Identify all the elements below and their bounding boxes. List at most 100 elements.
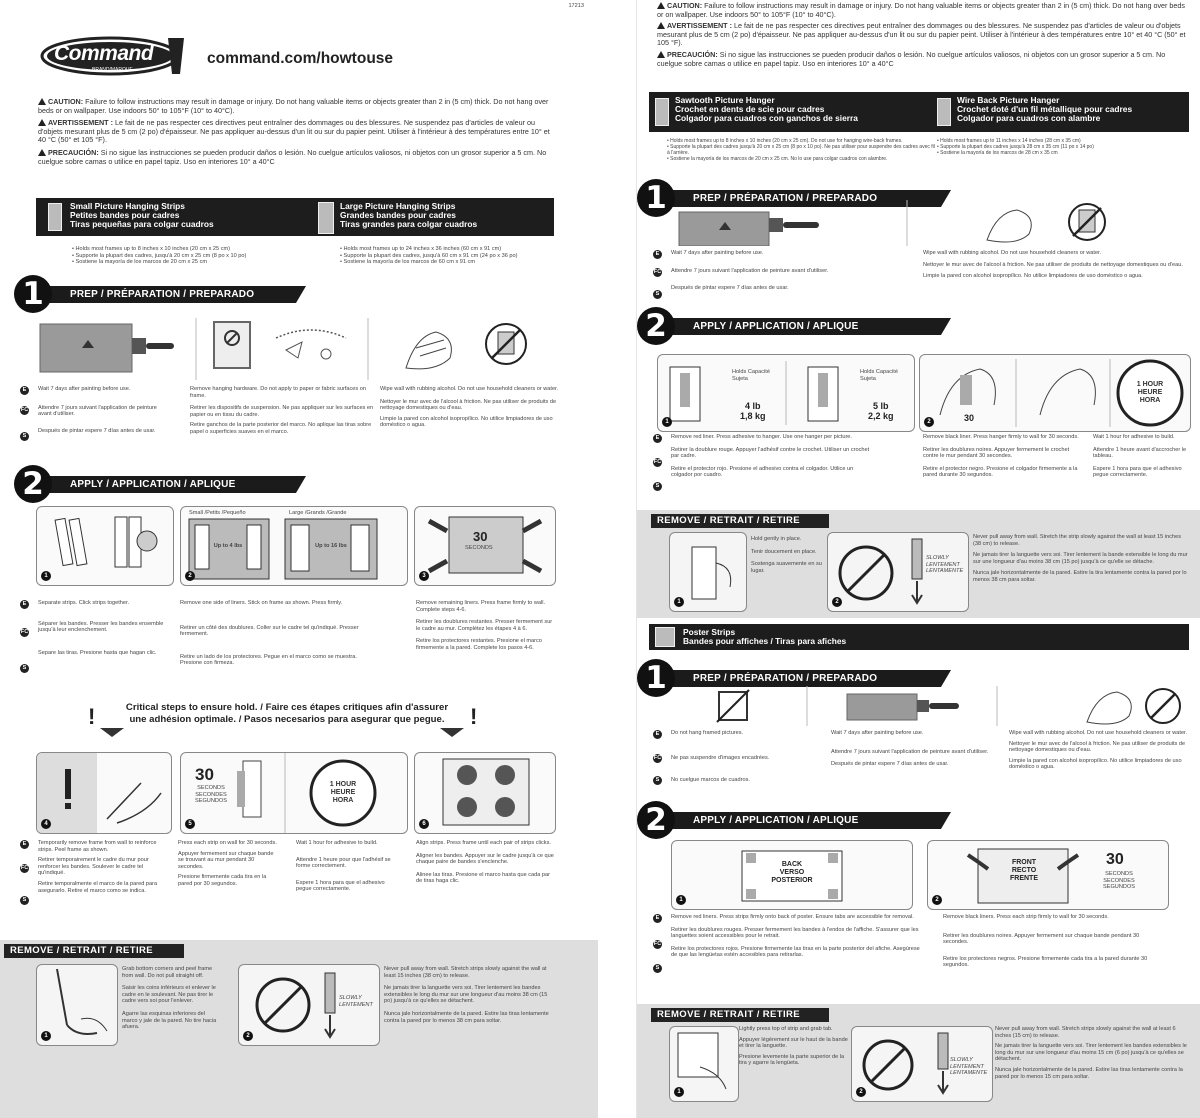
- small-strip-icon: [48, 203, 62, 231]
- p-step2-col1: Remove red liners. Press strips firmly o…: [671, 914, 920, 959]
- lang-es-badge: S: [20, 896, 29, 905]
- hold-small: Up to 4 lbs: [213, 543, 243, 549]
- product-large-notes: • Holds most frames up to 24 inches x 36…: [340, 246, 518, 266]
- r-step1-col1: Wait 7 days after painting before use.At…: [671, 250, 829, 292]
- exclaim-right-icon: !: [470, 704, 478, 729]
- panel-badge-3: 3: [419, 571, 429, 581]
- p-step1-number: 1: [637, 659, 675, 697]
- product-small-notes: • Holds most frames up to 8 inches x 10 …: [72, 246, 247, 266]
- p-slowly-label: SLOWLY LENTEMENT LENTAMENTE: [950, 1057, 988, 1077]
- wireback-icon: [937, 98, 951, 126]
- caution-fr: AVERTISSEMENT : Le fait de ne pas respec…: [657, 21, 1186, 48]
- r-remove1-badge-1: 1: [674, 597, 684, 607]
- remove-left-text-2: Never pull away from wall. Stretch strip…: [384, 966, 549, 1024]
- p-panel-badge-1: 1: [676, 895, 686, 905]
- step5-thirty: 30: [195, 765, 214, 784]
- step5b-text: Wait 1 hour for adhesive to build.Attend…: [296, 840, 391, 893]
- p-remove-panel-2: SLOWLY LENTEMENT LENTAMENTE 2: [851, 1026, 993, 1102]
- step1-col1: Wait 7 days after painting before use.At…: [38, 386, 157, 434]
- lang-fr-badge: FC: [20, 406, 29, 415]
- step2-header: APPLY / APPLICATION / APLIQUE: [28, 476, 306, 493]
- p-step1-header: PREP / PRÉPARATION / PREPARADO: [651, 670, 951, 687]
- p-step2-header: APPLY / APPLICATION / APLIQUE: [651, 812, 951, 829]
- exclaim-left-icon: !: [88, 704, 96, 729]
- p-thirty-sub: SECONDS SECONDES SEGUNDOS: [1102, 871, 1135, 891]
- lang-es-badge: S: [653, 290, 662, 299]
- r-step2-header: APPLY / APPLICATION / APLIQUE: [651, 318, 951, 335]
- step2-col1: Separate strips. Click strips together.S…: [38, 600, 164, 656]
- lang-fr-badge: FC: [653, 268, 662, 277]
- step2-panel-1: 1: [36, 506, 174, 586]
- step1-illustrations: [36, 318, 556, 380]
- r-step2-col2: Remove black liner. Press hanger firmly …: [923, 434, 1079, 479]
- r-panel-badge-2: 2: [924, 417, 934, 427]
- lang-fr-badge: FC: [20, 864, 29, 873]
- step1-header: PREP / PRÉPARATION / PREPARADO: [28, 286, 306, 303]
- lang-en-badge: E: [20, 840, 29, 849]
- p-remove-badge-1: 1: [674, 1087, 684, 1097]
- lang-fr-badge: FC: [653, 754, 662, 763]
- remove-badge-1: 1: [41, 1031, 51, 1041]
- r-step1-illustrations: [667, 200, 1187, 247]
- p-step2-text: E FC S Remove red liners. Press strips f…: [653, 914, 1193, 996]
- r-step1-text: E FC S Wait 7 days after painting before…: [653, 250, 1193, 310]
- step3-text: E FC S Temporarily remove frame from wal…: [20, 838, 560, 930]
- r-remove1-text-2: Never pull away from wall. Stretch the s…: [973, 534, 1188, 583]
- p-step1-col3: Wipe wall with rubbing alcohol. Do not u…: [1009, 730, 1188, 771]
- step4-panel: 4: [36, 752, 172, 834]
- caution-es: PRECAUCIÓN: Si no sigue las instruccione…: [38, 147, 547, 166]
- step6-text: Align strips. Press frame until each pai…: [416, 840, 554, 885]
- large-strip-icon: [318, 202, 334, 234]
- lang-en-badge: E: [653, 914, 662, 923]
- r-step1-header: PREP / PRÉPARATION / PREPARADO: [651, 190, 951, 207]
- step1-col3: Wipe wall with rubbing alcohol. Do not u…: [380, 386, 559, 429]
- step4-text: Temporarily remove frame from wall to re…: [38, 840, 158, 894]
- r-remove-header-1: REMOVE / RETRAIT / RETIRE: [651, 514, 829, 528]
- product-code: 17213: [568, 3, 584, 9]
- product-wireback-notes: • Holds most frames up to 11 inches x 14…: [937, 138, 1094, 156]
- step2-text: E FC S Separate strips. Click strips tog…: [20, 598, 560, 686]
- howto-url[interactable]: command.com/howtouse: [207, 50, 394, 67]
- panel-badge-2: 2: [185, 571, 195, 581]
- step6-panel: 6: [414, 752, 556, 834]
- thirty-seconds-value: 30: [473, 529, 488, 544]
- step5-text: Press each strip on wall for 30 seconds.…: [178, 840, 277, 887]
- r-slowly-label: SLOWLY LENTEMENT LENTAMENTE: [926, 555, 964, 575]
- p-remove-panel-1: 1: [669, 1026, 739, 1102]
- r-remove1-text-1: Hold gently in place.Tenir doucement en …: [751, 536, 822, 574]
- lang-fr-badge: FC: [20, 628, 29, 637]
- panel-badge-1: 1: [41, 571, 51, 581]
- remove-header-left: REMOVE / RETRAIT / RETIRE: [4, 944, 184, 958]
- arrow-left-icon: [100, 728, 124, 737]
- right-panel: CAUTION: Failure to follow instructions …: [636, 0, 1200, 1118]
- p-remove-badge-2: 2: [856, 1087, 866, 1097]
- caution-block: CAUTION: Failure to follow instructions …: [38, 97, 558, 166]
- lang-en-badge: E: [20, 600, 29, 609]
- critical-steps-note: Critical steps to ensure hold. / Faire c…: [125, 702, 449, 725]
- p-step1-col1: Do not hang framed pictures.Ne pas suspe…: [671, 730, 770, 784]
- p-remove-header: REMOVE / RETRAIT / RETIRE: [651, 1008, 829, 1022]
- step1-number: 1: [14, 275, 52, 313]
- step2-number: 2: [14, 465, 52, 503]
- r-thirty: 30: [964, 413, 975, 423]
- p-panel-badge-2: 2: [932, 895, 942, 905]
- r-step2-number: 2: [637, 307, 675, 345]
- lang-en-badge: E: [653, 434, 662, 443]
- panel-label-large: Large /Grands /Grande: [289, 510, 347, 516]
- p-thirty: 30: [1106, 851, 1124, 868]
- lang-fr-badge: FC: [653, 458, 662, 467]
- product-sawtooth-notes: • Holds most frames up to 8 inches x 10 …: [667, 138, 935, 162]
